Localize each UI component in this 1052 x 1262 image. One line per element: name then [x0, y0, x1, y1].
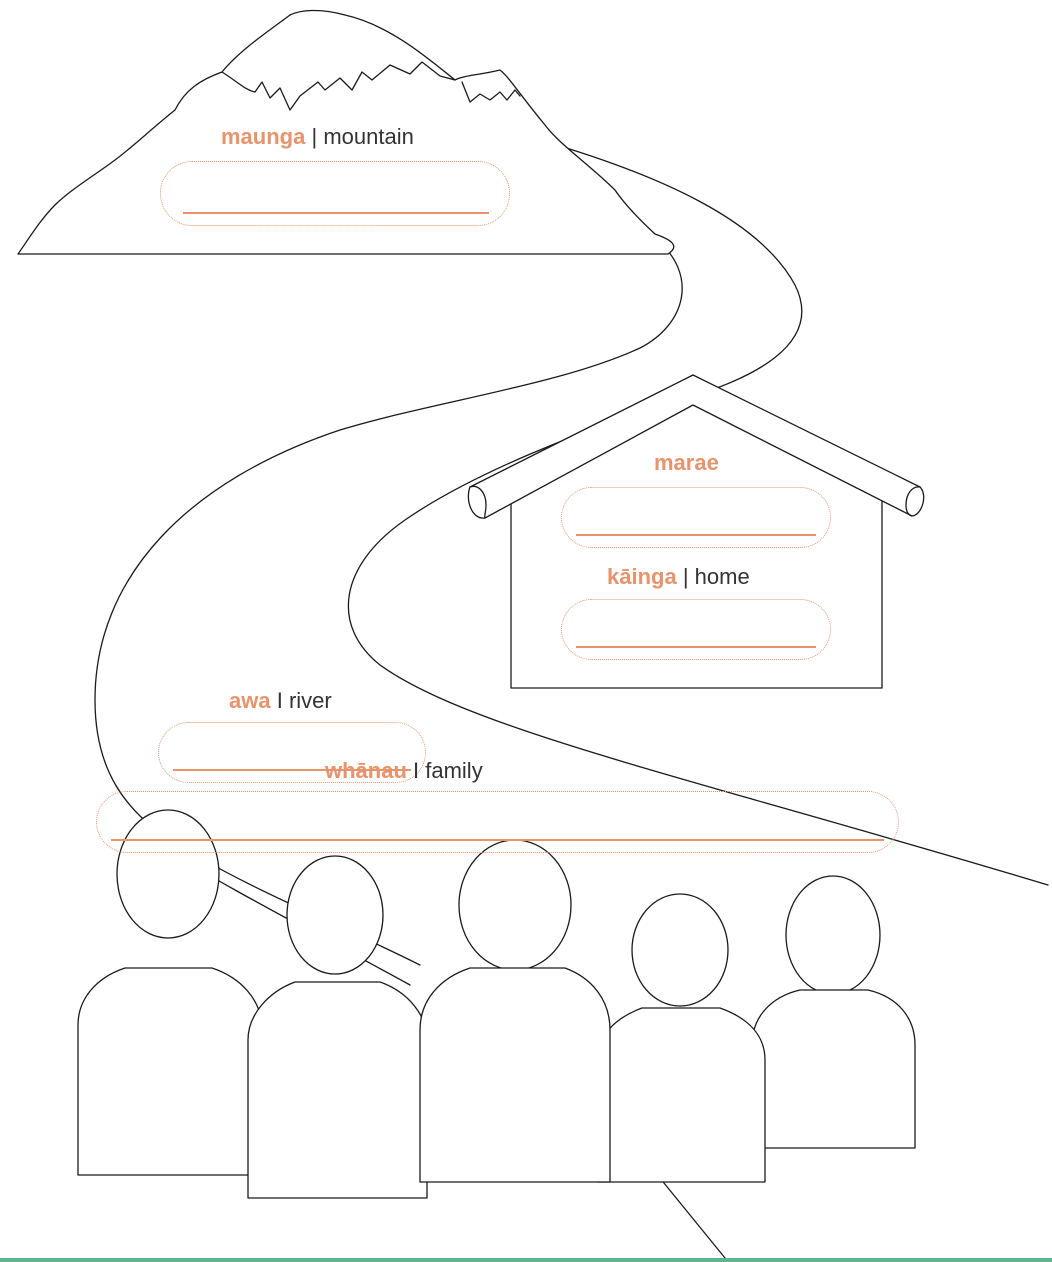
- roof-right-end: [905, 486, 921, 517]
- person-1-head: [116, 809, 220, 939]
- whanau-maori-word: whānau: [325, 758, 407, 783]
- mountain-snowline: [221, 61, 456, 111]
- maunga-answer-field[interactable]: [160, 161, 510, 226]
- maunga-english-word: mountain: [323, 124, 414, 149]
- kainga-label: kāinga | home: [607, 566, 750, 588]
- whanau-english-word: family: [425, 758, 483, 783]
- maunga-maori-word: maunga: [221, 124, 306, 149]
- marae-answer-line: [576, 534, 816, 536]
- person-5-head: [785, 875, 881, 995]
- mountain-snowline-right: [461, 81, 521, 103]
- kainga-answer-field[interactable]: [561, 599, 831, 660]
- maunga-answer-line: [183, 212, 489, 214]
- family-drawing: [77, 809, 916, 1199]
- kainga-english-word: home: [694, 564, 750, 589]
- house-drawing: [467, 374, 925, 689]
- awa-english-word: river: [288, 688, 332, 713]
- person-1-body: [77, 967, 263, 1176]
- marae-maori-word: marae: [654, 450, 719, 475]
- person-3-head: [458, 839, 572, 971]
- awa-answer-field[interactable]: [158, 722, 426, 783]
- kainga-answer-line: [576, 646, 816, 648]
- person-3-body: [419, 967, 611, 1183]
- marae-answer-field[interactable]: [561, 487, 831, 548]
- marae-label: marae: [654, 452, 719, 474]
- whanau-label: whānau I family: [325, 760, 483, 782]
- kainga-maori-word: kāinga: [607, 564, 677, 589]
- whanau-answer-field[interactable]: [96, 791, 899, 853]
- maunga-label: maunga | mountain: [221, 126, 414, 148]
- awa-label: awa I river: [229, 690, 332, 712]
- person-5-body: [751, 989, 916, 1149]
- awa-maori-word: awa: [229, 688, 271, 713]
- person-2-head: [286, 855, 384, 975]
- person-4-head: [631, 893, 729, 1007]
- roof-left-end: [469, 485, 487, 519]
- river-right-bank: [347, 139, 1049, 886]
- awa-answer-line: [173, 769, 411, 771]
- kainga-separator: |: [676, 564, 695, 589]
- house-walls: [510, 497, 883, 689]
- maunga-separator: |: [305, 124, 324, 149]
- person-2-body: [247, 981, 428, 1199]
- whanau-answer-line: [111, 839, 884, 841]
- footer-rule: [0, 1258, 1052, 1262]
- river-tail: [654, 1171, 726, 1259]
- person-4-body: [597, 1007, 766, 1183]
- whanau-separator: I: [406, 758, 426, 783]
- awa-separator: I: [270, 688, 289, 713]
